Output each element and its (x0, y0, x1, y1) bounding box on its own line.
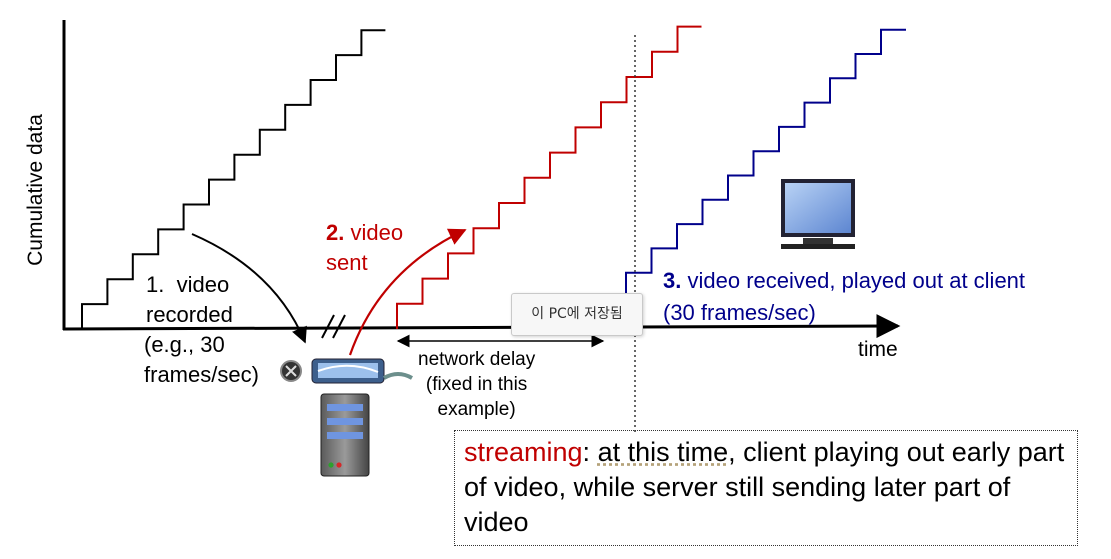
step2-label: 2. video sent (326, 218, 403, 278)
step2-number: 2. (326, 220, 345, 245)
step1-number: 1. (146, 272, 165, 297)
streaming-callout: streaming: at this time, client playing … (454, 430, 1078, 546)
send-arrow (348, 228, 467, 356)
network-delay-line2: (fixed in this (425, 374, 528, 395)
axis-break-mark (332, 314, 346, 339)
recorded-staircase (81, 29, 386, 329)
monitor-icon (781, 179, 855, 249)
step1-line2: recorded (146, 302, 233, 327)
y-axis-label: Cumulative data (24, 114, 47, 266)
x-axis-label: time (858, 338, 898, 361)
axis-break-mark (321, 314, 335, 339)
step1-line3: (e.g., 30 (144, 332, 225, 357)
step3-number: 3. (663, 268, 682, 293)
network-delay-line1: network delay (418, 349, 536, 370)
step3-line2: (30 frames/sec) (663, 300, 816, 325)
server-icon (320, 393, 370, 477)
network-delay-line3: example) (437, 399, 516, 420)
received-staircase (625, 28, 906, 297)
step1-label: 1. video recorded (e.g., 30 frames/sec) (144, 270, 259, 390)
save-status-tooltip: 이 PC에 저장됨 (511, 293, 643, 336)
callout-underlined-text: at this time (597, 437, 729, 467)
step2-line2: sent (326, 250, 368, 275)
x-axis (62, 314, 901, 339)
record-arrow (191, 233, 307, 344)
step3-label: 3. video received, played out at client … (663, 265, 1025, 329)
step1-line1: video (176, 272, 230, 297)
sent-staircase (396, 25, 702, 329)
network-delay-label: network delay (fixed in this example) (418, 347, 535, 422)
callout-text-2: , client playing out early part of video… (464, 437, 1065, 537)
streaming-keyword: streaming (464, 437, 583, 467)
video-camera-icon (280, 358, 413, 384)
step3-line1: video received, played out at client (687, 268, 1026, 293)
step2-line1: video (350, 220, 404, 245)
callout-text-1: : (582, 437, 598, 467)
step1-line4: frames/sec) (144, 362, 259, 387)
